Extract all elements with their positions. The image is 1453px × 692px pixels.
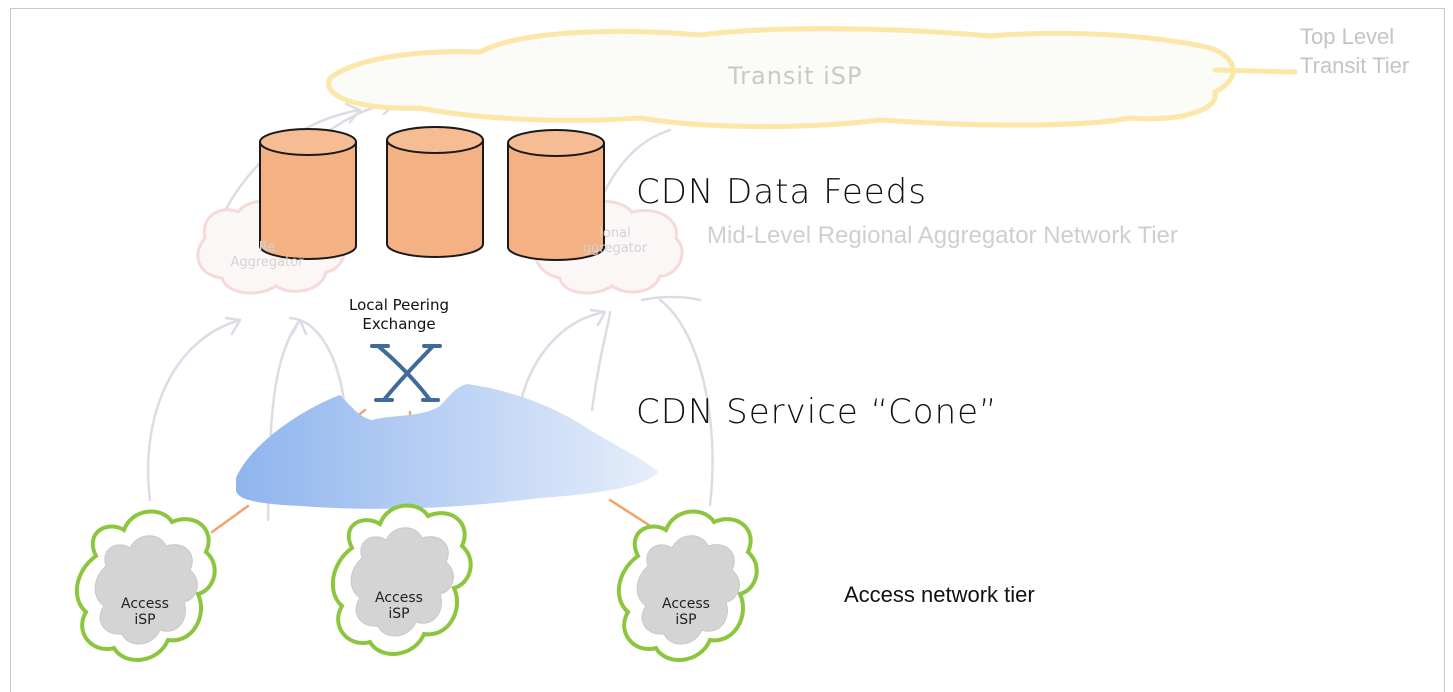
access-isp-1-line2: iSP <box>134 612 156 628</box>
access-isp-cloud-1 <box>75 509 217 662</box>
cdn-data-feeds-label: CDN Data Feeds <box>636 172 927 212</box>
peering-exchange-icon <box>370 344 442 402</box>
access-isp-label-1: Access iSP <box>110 596 180 628</box>
top-tier-label: Top Level Transit Tier <box>1300 22 1409 80</box>
aggregator-left-line1: Re <box>258 240 276 255</box>
aggregator-left-line2: Aggregator <box>230 255 304 270</box>
aggregator-right-line2: ggregator <box>582 241 648 256</box>
cdn-service-cone-label: CDN Service “Cone” <box>636 392 998 432</box>
access-isp-2-line1: Access <box>375 590 423 606</box>
cdn-service-cone <box>236 384 658 509</box>
aggregator-label-left: Re Aggregator <box>212 240 322 270</box>
access-isp-2-line2: iSP <box>388 606 410 622</box>
cdn-feed-cylinder-1 <box>259 128 357 260</box>
transit-isp-cloud <box>326 26 1298 130</box>
access-isp-3-line1: Access <box>662 596 710 612</box>
transit-isp-label: Transit iSP <box>728 62 863 90</box>
top-tier-label-line1: Top Level <box>1300 24 1395 49</box>
access-isp-cloud-2 <box>331 503 473 656</box>
top-tier-label-line2: Transit Tier <box>1300 53 1410 78</box>
local-peering-exchange-label: Local Peering Exchange <box>338 296 460 334</box>
access-isp-1-line1: Access <box>121 596 169 612</box>
aggregator-label-right: ional ggregator <box>560 226 670 256</box>
access-isp-cloud-3 <box>617 509 759 662</box>
access-isp-label-2: Access iSP <box>364 590 434 622</box>
cdn-feed-cylinder-2 <box>386 126 484 258</box>
peering-label-line1: Local Peering <box>349 296 449 314</box>
access-isp-3-line2: iSP <box>675 612 697 628</box>
peering-label-line2: Exchange <box>362 315 436 333</box>
access-isp-label-3: Access iSP <box>651 596 721 628</box>
cdn-feed-cylinder-3 <box>507 129 605 261</box>
access-network-tier-label: Access network tier <box>844 582 1035 607</box>
mid-tier-label: Mid-Level Regional Aggregator Network Ti… <box>707 222 1178 249</box>
aggregator-right-line1: ional <box>599 226 631 241</box>
